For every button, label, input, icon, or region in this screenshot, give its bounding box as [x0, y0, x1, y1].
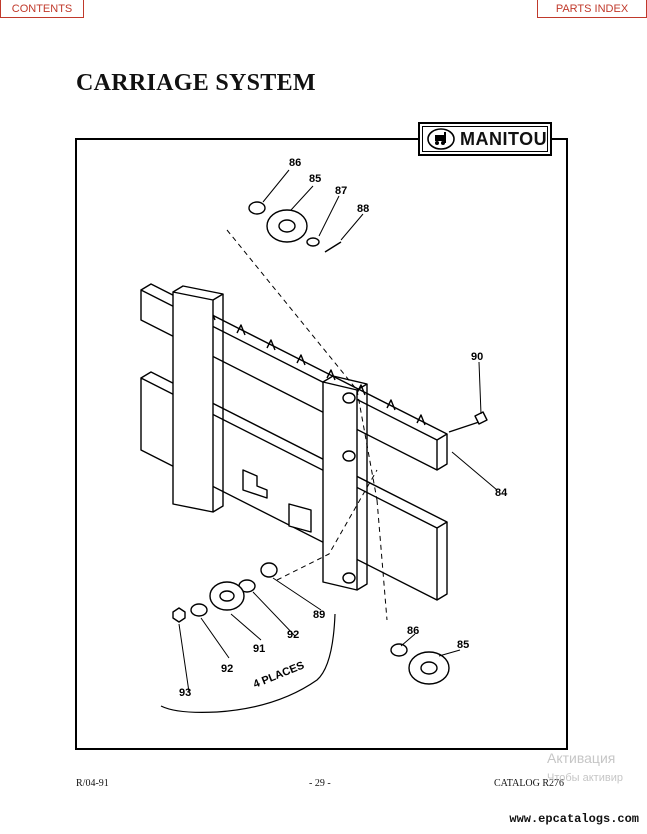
screw-88 — [324, 241, 342, 253]
page-title: CARRIAGE SYSTEM — [76, 70, 316, 96]
washer-86-upper — [248, 201, 266, 215]
callout-86-lower: 86 — [407, 625, 419, 637]
callout-85-upper: 85 — [309, 173, 321, 185]
manitou-logo: MANITOU — [418, 122, 552, 156]
callout-87: 87 — [335, 185, 347, 197]
washer-86-lower — [390, 643, 408, 657]
washer-87 — [306, 237, 320, 247]
left-vertical-plate — [172, 285, 224, 513]
callout-84: 84 — [495, 487, 508, 499]
callout-90: 90 — [471, 351, 483, 363]
callout-92-a: 92 — [287, 629, 299, 641]
roller-85-upper — [266, 209, 308, 243]
footer-catalog: CATALOG R276 — [494, 778, 565, 789]
callout-86-upper: 86 — [289, 157, 301, 169]
parts-index-link[interactable]: PARTS INDEX — [537, 0, 647, 18]
washer-92-b — [190, 603, 208, 617]
bushing-89 — [260, 562, 278, 578]
logo-text: MANITOU — [460, 128, 548, 149]
callout-88: 88 — [357, 203, 369, 215]
callout-91: 91 — [253, 643, 265, 655]
callout-85-lower: 85 — [457, 639, 469, 651]
footer-page-number: - 29 - — [309, 778, 331, 789]
nut-93 — [172, 607, 186, 623]
callout-89: 89 — [313, 609, 325, 621]
callout-93: 93 — [179, 687, 191, 699]
carriage-exploded-diagram: 86 85 87 88 90 84 89 92 91 92 93 86 85 4… — [140, 157, 508, 713]
contents-link[interactable]: CONTENTS — [0, 0, 84, 18]
diagram-frame — [75, 138, 568, 750]
four-places-note: 4 PLACES — [252, 660, 306, 691]
activation-watermark-line1: Активация — [547, 750, 616, 766]
forklift-logo-icon — [427, 128, 455, 150]
roller-85-lower — [408, 651, 450, 685]
activation-watermark-line2: Чтобы активир — [547, 772, 623, 784]
footer-revision: R/04-91 — [76, 778, 109, 789]
callout-92-b: 92 — [221, 663, 233, 675]
roller-91 — [209, 581, 245, 611]
right-vertical-plate — [322, 375, 368, 591]
site-url[interactable]: www.epcatalogs.com — [509, 812, 639, 826]
